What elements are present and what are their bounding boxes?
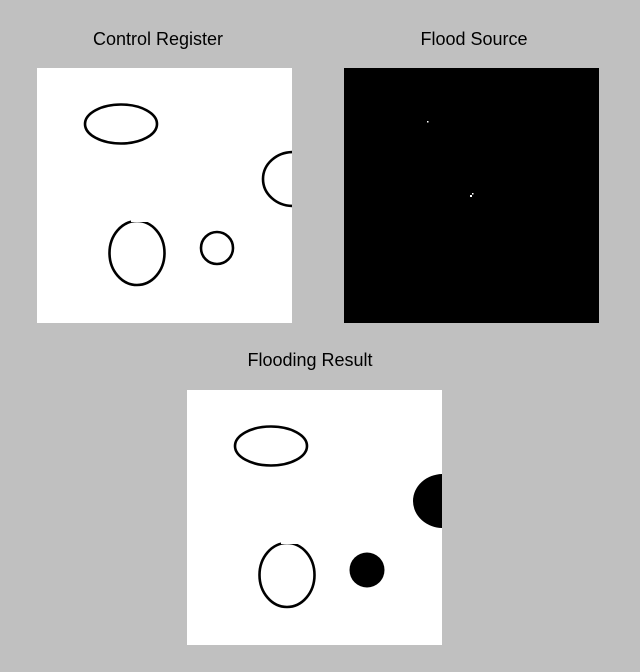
- seed-point-2: [470, 195, 472, 197]
- flood-source-title: Flood Source: [420, 29, 528, 49]
- flooding-result-background: [187, 390, 442, 645]
- control-register-title: Control Register: [92, 29, 224, 49]
- outline-ellipse-right-edge: [261, 150, 292, 208]
- flooding-result-image: [187, 390, 442, 645]
- flood-source-image: [344, 68, 599, 323]
- result-outline-gap: [281, 539, 303, 544]
- result-filled-ellipse-right-edge: [413, 474, 442, 528]
- result-filled-circle-small: [349, 552, 385, 588]
- control-register-image: [37, 68, 292, 323]
- result-outline-ellipse-top: [233, 425, 309, 467]
- flooding-result-title: Flooding Result: [247, 350, 373, 370]
- control-register-background: [37, 68, 292, 323]
- seed-point-1: [427, 121, 429, 123]
- seed-point-3: [472, 193, 474, 195]
- outline-circle-small: [199, 230, 235, 266]
- outline-ellipse-top: [83, 103, 159, 145]
- outline-gap: [131, 217, 153, 222]
